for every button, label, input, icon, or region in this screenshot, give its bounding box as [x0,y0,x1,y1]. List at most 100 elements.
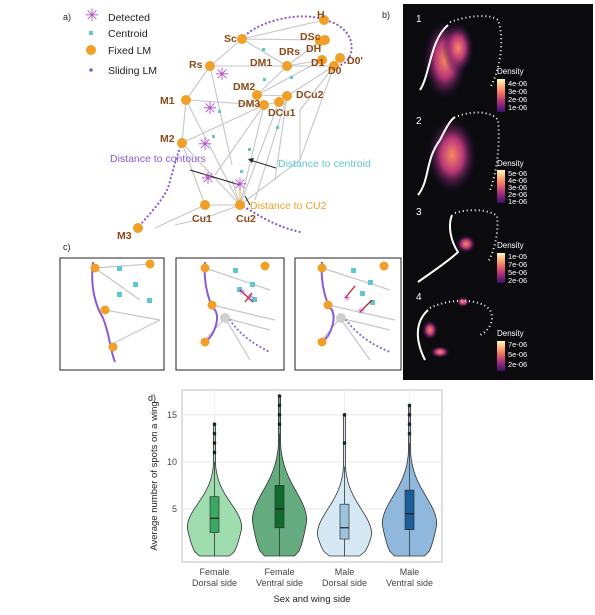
lm-label-drs: DRs [279,46,300,58]
x-tick-label: Female [264,567,294,577]
density-blob [422,320,438,340]
outlier-point [342,441,347,445]
lm-label-dm1: DM1 [250,57,272,69]
panel-c: c) [59,242,402,371]
density-blob [456,297,470,307]
legend-centroid: Centroid [108,28,148,40]
map-4-colorbar [497,341,505,371]
x-tick-label: Male [400,567,420,577]
square-dot-icon [89,31,93,35]
asterisk-icon: ✳ [238,287,246,297]
density-blob [456,235,476,253]
y-axis-title: Average number of spots on a wing [149,401,160,550]
asterisk-icon: ✳ [246,292,254,302]
legend-sliding-lm: Sliding LM [108,65,157,77]
lm-label-d0-prime: D0' [347,55,363,67]
asterisk-icon: ✳ [201,169,215,188]
violins [186,394,438,557]
arrow-centroid [249,159,277,169]
zoom-panel-1 [59,257,165,371]
density-map-4: 4 Density 7e-06 5e-06 2e-06 [416,292,527,371]
density-blob [427,117,477,193]
x-tick-label: Female [199,567,229,577]
map-3-density-title: Density [497,241,524,250]
map-3-colorbar [497,253,505,283]
outlier-point [277,403,282,408]
wing-outline [416,309,429,361]
violin-y-ticks: 5 10 15 [167,410,177,514]
box [404,489,415,530]
centroid-dots [212,48,293,173]
map-3-number: 3 [416,207,422,218]
panel-c-letter: c) [63,242,71,252]
annotation-contours: Distance to contours [110,153,206,165]
lm-label-cu2: Cu2 [236,213,256,225]
outlier-point [407,431,412,436]
map-1-density-title: Density [497,67,524,76]
map-2-tick: 2e-06 [508,190,527,199]
asterisk-icon: ✳ [85,6,99,25]
wing-contour-dotted [449,15,503,89]
panel-b: b) 1 Density 4e-06 3e-06 [382,4,593,380]
map-1-tick: 1e-06 [508,103,527,112]
arrow-cu2 [244,195,251,206]
x-tick-label: Dorsal side [322,578,367,588]
map-2-density-title: Density [497,159,524,168]
map-2-tick: 4e-06 [508,176,527,185]
annotation-cu2: Distance to CU2 [250,200,327,212]
map-3-tick: 1e-05 [508,252,527,261]
zoom-panel-3: ✳ ✳ [294,257,402,371]
lm-label-sc: Sc [224,33,237,45]
x-tick-label: Ventral side [386,578,433,588]
map-4-tick: 5e-06 [508,350,527,359]
lm-label-d0: D0 [328,65,342,77]
map-3-tick: 7e-06 [508,260,527,269]
distance-contours-line [189,169,241,186]
asterisk-icon: ✳ [203,99,217,118]
lm-label-dsc: DSc [300,31,321,43]
fixed-landmarks [133,15,345,233]
y-tick-label: 15 [167,410,177,420]
detected-spots: ✳ ✳ ✳ ✳ ✳ [198,65,247,194]
map-2-number: 2 [416,116,422,127]
density-blob [442,22,474,74]
outlier-point [212,441,217,445]
panel-a: a) ✳ Detected Centroid Fixed LM Sliding … [63,6,371,242]
map-3-tick: 5e-06 [508,268,527,277]
map-2-tick: 1e-06 [508,197,527,206]
small-dot-icon [89,68,93,72]
asterisk-icon: ✳ [233,175,247,194]
x-tick-label: Dorsal side [192,578,237,588]
outlier-point [212,450,217,455]
lm-label-m1: M1 [160,95,175,107]
map-2-tick: 3e-06 [508,183,527,192]
zoom-panel-2: ✳ ✳ [175,257,285,371]
map-4-tick: 2e-06 [508,360,527,369]
y-tick-label: 5 [172,504,177,514]
wing-outline [417,116,456,196]
box [209,496,220,533]
lm-label-dcu1: DCu1 [268,107,296,119]
legend-fixed-lm: Fixed LM [108,45,151,57]
density-map-1: 1 Density 4e-06 3e-06 2e-06 1e-06 [416,14,527,112]
y-tick-label: 10 [167,457,177,467]
lm-label-dm2: DM2 [233,81,255,93]
x-axis-title: Sex and wing side [273,594,350,605]
outlier-point [407,413,412,417]
map-1-tick: 3e-06 [508,87,527,96]
lm-label-m2: M2 [160,133,175,145]
map-4-density-title: Density [497,329,524,338]
map-1-tick: 4e-06 [508,79,527,88]
x-tick-label: Ventral side [256,578,303,588]
asterisk-icon: ✳ [215,65,229,84]
outlier-point [342,413,347,417]
panel-d-letter: d) [148,393,156,403]
wing-outline [419,24,449,91]
asterisk-icon: ✳ [198,135,212,154]
map-1-tick: 2e-06 [508,95,527,104]
lm-label-d1: D1 [311,57,325,69]
annotation-centroid: Distance to centroid [278,158,371,170]
wing-outline [417,214,460,283]
outlier-point [212,431,217,436]
